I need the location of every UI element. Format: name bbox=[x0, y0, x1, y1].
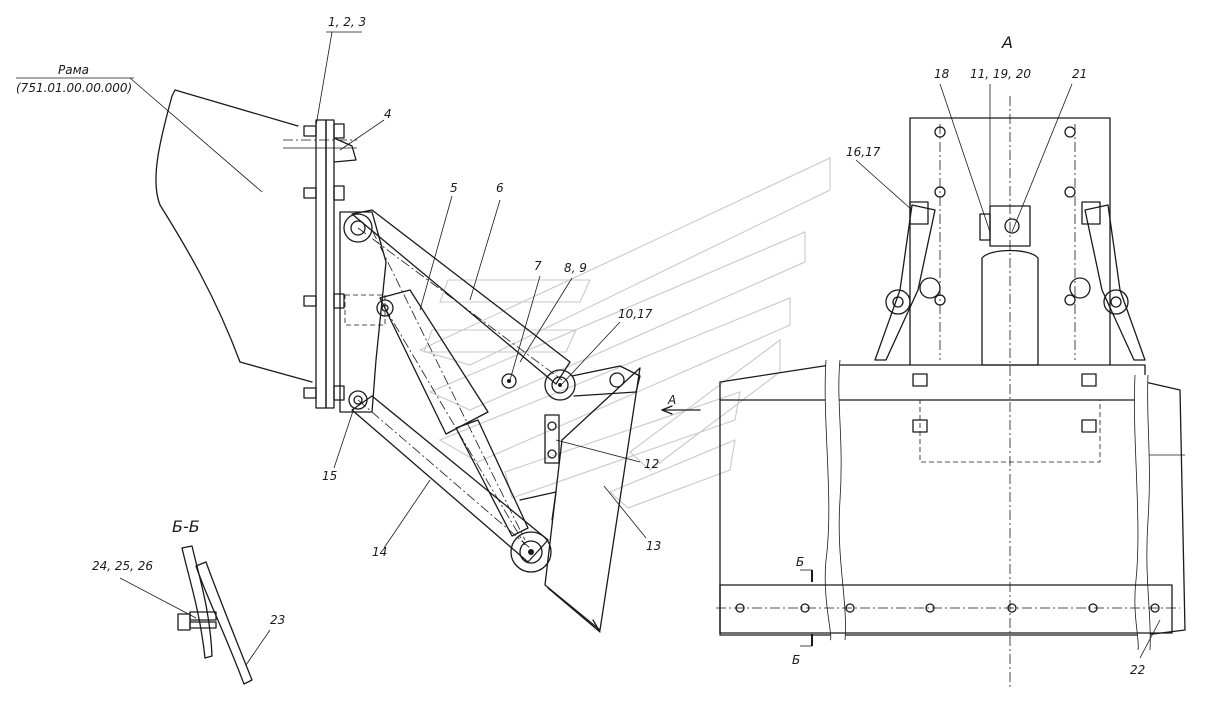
callout-5: 5 bbox=[450, 181, 458, 195]
callout-11: 11, 19, 20 bbox=[970, 67, 1031, 81]
callout-1: 1, 2, 3 bbox=[328, 15, 366, 29]
callout-7: 7 bbox=[534, 259, 542, 273]
callout-18: 18 bbox=[934, 67, 950, 81]
mount-bracket bbox=[339, 211, 394, 413]
view-arrow-a bbox=[661, 405, 701, 415]
callout-21: 21 bbox=[1072, 67, 1087, 81]
labels: Рама (751.01.00.00.000) 1, 2, 3 4 5 6 7 … bbox=[16, 15, 1145, 677]
callout-24: 24, 25, 26 bbox=[92, 559, 153, 573]
hydraulic-cylinder-5 bbox=[379, 289, 529, 546]
frame-name-label: Рама bbox=[58, 63, 89, 77]
upper-link-6 bbox=[351, 209, 571, 385]
callout-15: 15 bbox=[322, 469, 337, 483]
lower-link-14 bbox=[351, 229, 549, 563]
frame-outline bbox=[155, 89, 357, 383]
section-bb-title: Б-Б bbox=[172, 517, 200, 536]
callout-8: 8, 9 bbox=[564, 261, 587, 275]
cutting-edge-bolts bbox=[735, 603, 1160, 613]
section-bb bbox=[177, 545, 253, 685]
section-mark-top: Б bbox=[796, 555, 804, 569]
callout-12: 12 bbox=[644, 457, 659, 471]
view-a-title: А bbox=[1001, 33, 1013, 52]
callout-4: 4 bbox=[384, 107, 392, 121]
mounting-plate bbox=[303, 119, 386, 409]
leader-lines bbox=[16, 31, 1161, 666]
view-arrow-label: А bbox=[667, 393, 676, 407]
blade-side-13 bbox=[510, 367, 641, 633]
pivot-assembly bbox=[501, 365, 641, 464]
callout-22: 22 bbox=[1130, 663, 1145, 677]
section-mark-bottom: Б bbox=[792, 653, 800, 667]
callout-13: 13 bbox=[646, 539, 661, 553]
callout-6: 6 bbox=[496, 181, 504, 195]
watermark-logo bbox=[418, 157, 831, 509]
callout-23: 23 bbox=[270, 613, 285, 627]
upper-bolts bbox=[912, 373, 1097, 433]
frame-code-label: (751.01.00.00.000) bbox=[16, 81, 132, 95]
callout-16: 16,17 bbox=[846, 145, 881, 159]
view-a-front bbox=[716, 96, 1186, 690]
callout-14: 14 bbox=[372, 545, 387, 559]
bolt-group bbox=[303, 123, 345, 401]
callout-10: 10,17 bbox=[618, 307, 653, 321]
